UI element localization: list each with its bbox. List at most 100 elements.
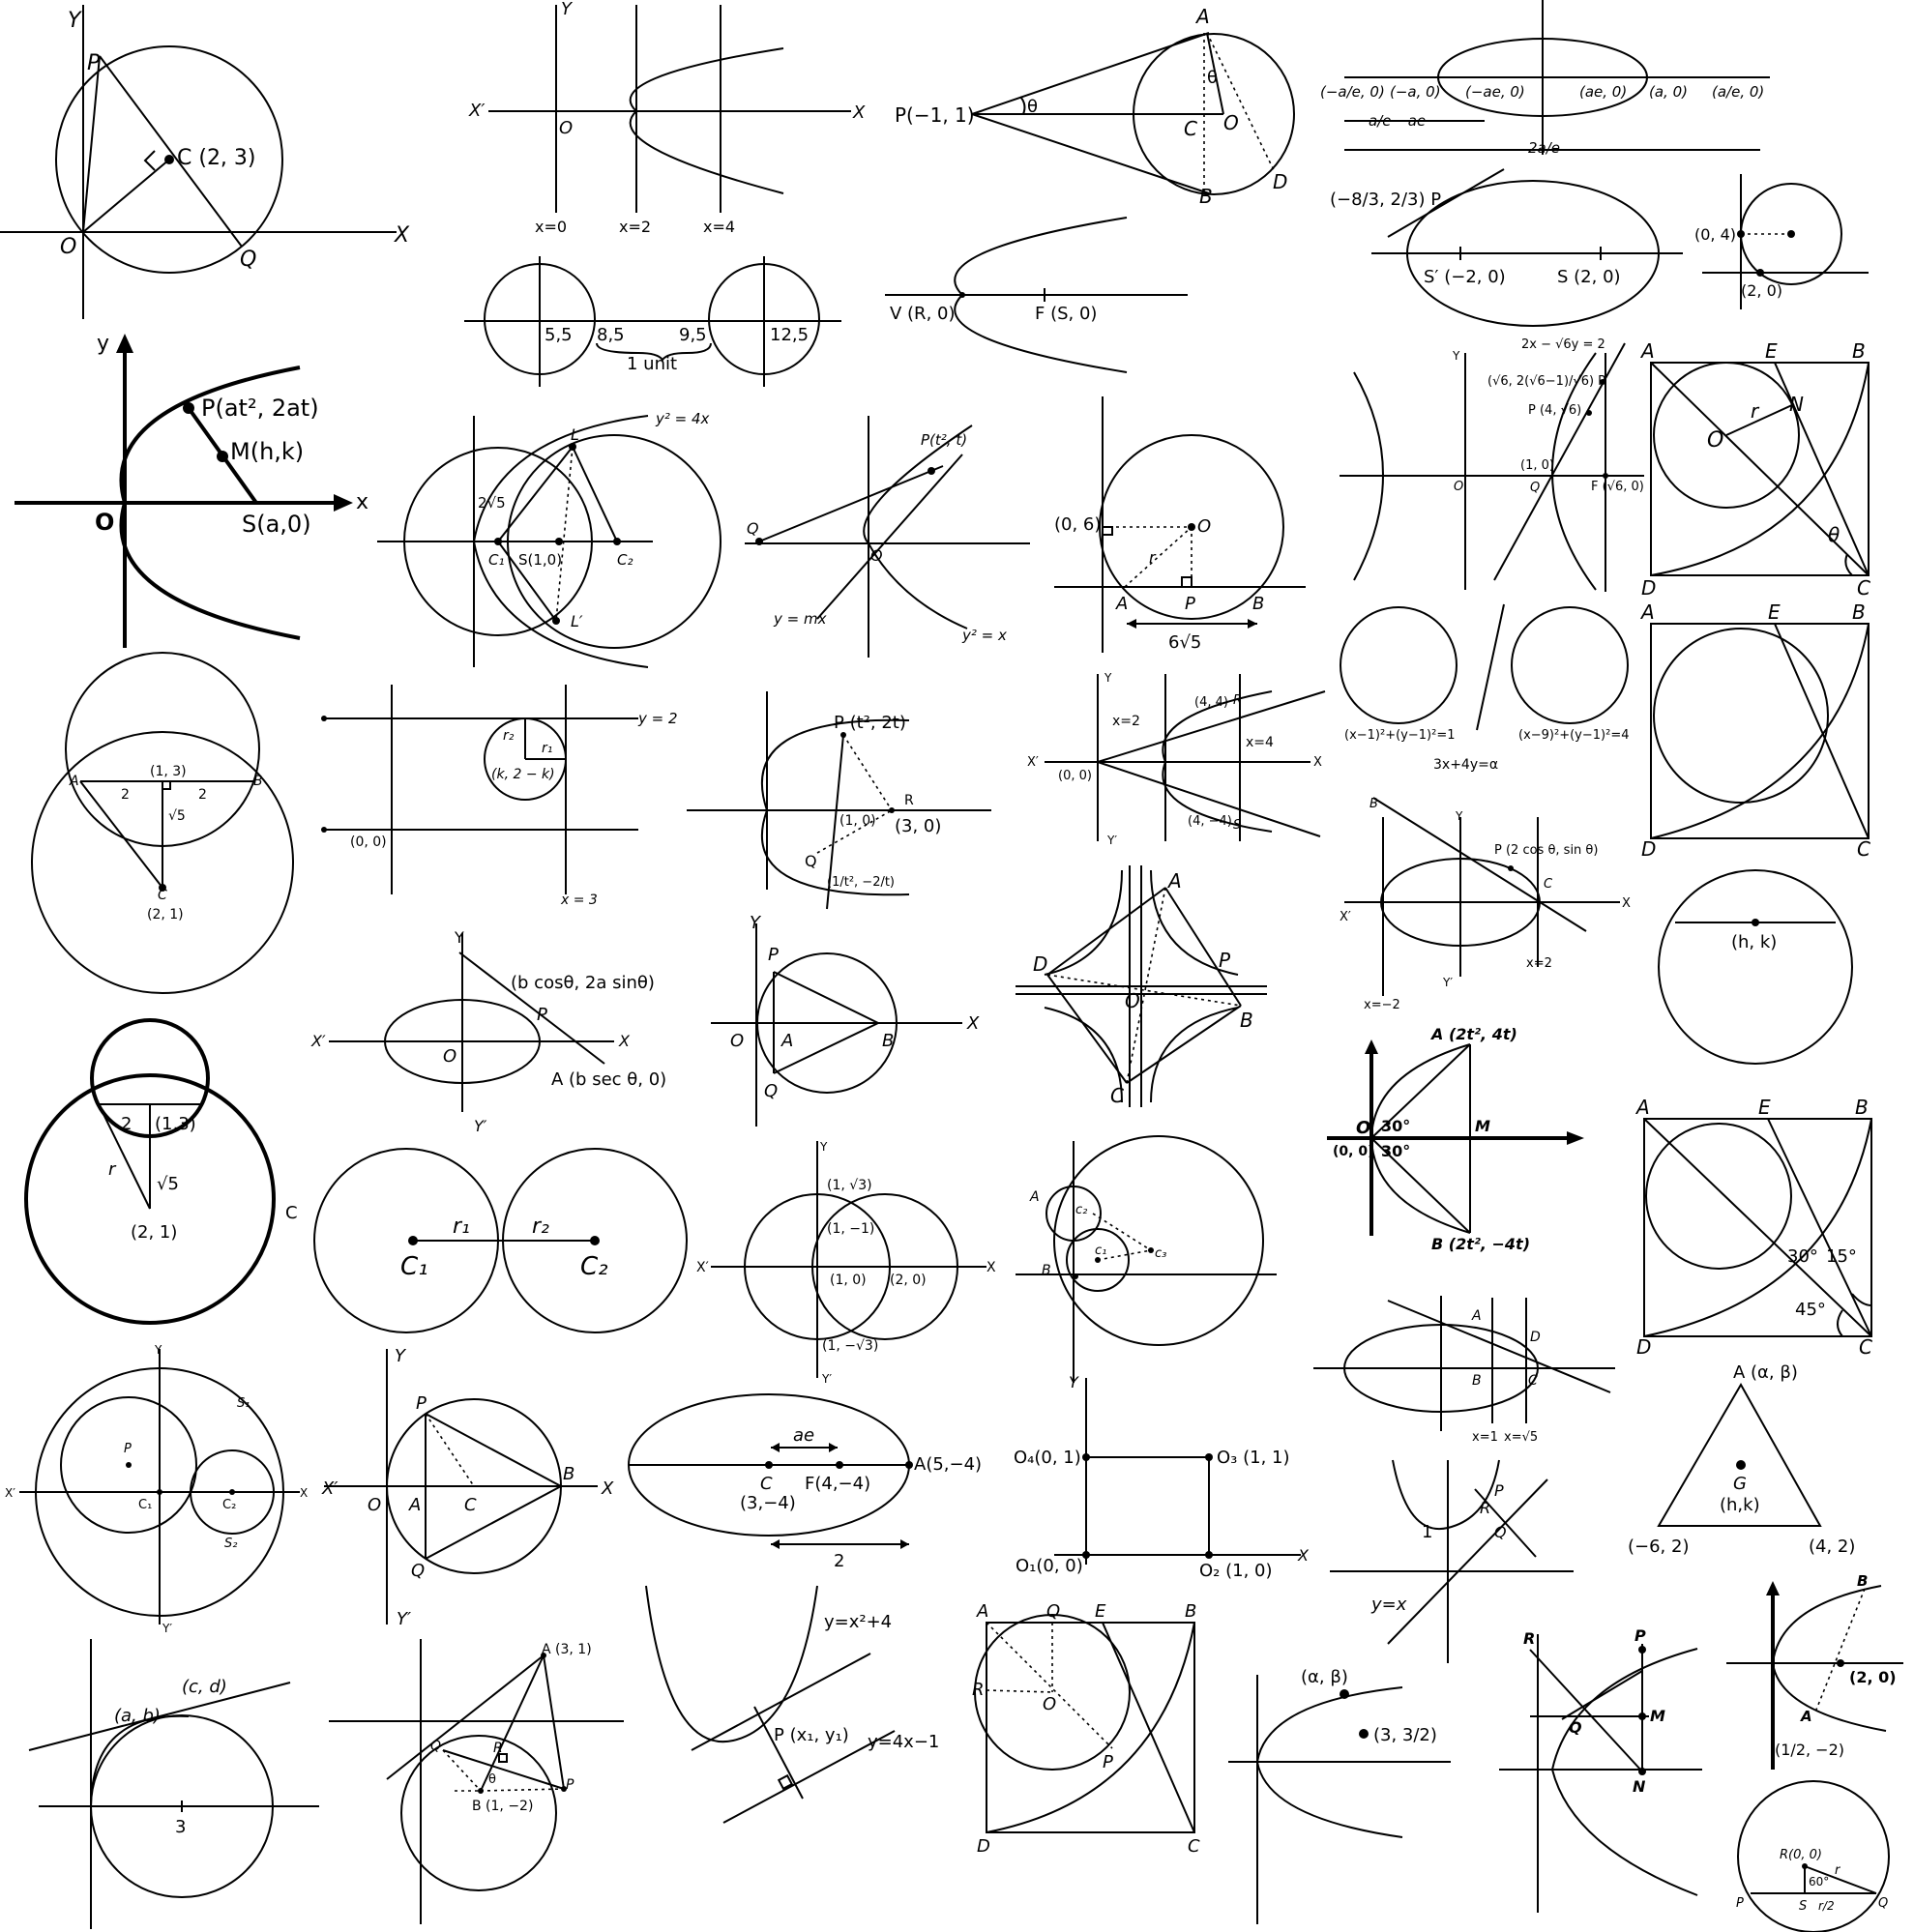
- label: A: [1639, 600, 1655, 624]
- label: X′: [321, 1478, 338, 1499]
- label: 2x − √6y = 2: [1521, 337, 1605, 352]
- label: A (α, β): [1733, 1362, 1798, 1383]
- label: X: [601, 1478, 614, 1499]
- panel-circle-chord-length: (0, 6) O r A P B 6√5: [1054, 396, 1306, 653]
- label: √5: [168, 808, 186, 824]
- panel-common-chord: A (1, 3) B 2 2 √5 C (2, 1): [31, 652, 294, 994]
- label: P: [566, 1777, 574, 1793]
- label: P (4, √6): [1528, 403, 1581, 418]
- label: A(5,−4): [914, 1454, 982, 1475]
- label: D: [1641, 576, 1656, 600]
- label: Q: [747, 519, 759, 538]
- label: (4, 4): [1194, 695, 1228, 710]
- label: O: [1125, 989, 1140, 1012]
- label: X: [618, 1032, 631, 1050]
- label: (1/2, −2): [1775, 1741, 1844, 1759]
- panel-ellipse-tangent-point: Y (b cosθ, 2a sinθ) P X′ X O A (b sec θ,…: [310, 928, 666, 1135]
- label: A: [1194, 5, 1210, 28]
- label: B: [1240, 1009, 1253, 1032]
- label: C₁: [400, 1252, 428, 1281]
- label: A: [1115, 594, 1128, 614]
- label: (h,k): [1720, 1495, 1760, 1515]
- label: r: [108, 1159, 117, 1180]
- label: r₁: [453, 1215, 470, 1239]
- label: 2: [121, 1114, 132, 1134]
- label: B: [1857, 1572, 1868, 1590]
- label: B: [1855, 1096, 1869, 1119]
- label: E: [1095, 1601, 1106, 1622]
- label: θ: [1828, 523, 1840, 546]
- label: L′: [571, 612, 583, 630]
- panel-parabola-rpmqn: R P M Q N: [1499, 1626, 1702, 1913]
- label: B: [1042, 1263, 1051, 1278]
- label: c₃: [1155, 1246, 1166, 1261]
- label: r₂: [532, 1215, 549, 1239]
- label: P(at², 2at): [201, 395, 319, 422]
- label: X: [1297, 1546, 1310, 1565]
- label: Y′: [821, 1372, 832, 1386]
- label: X: [1622, 896, 1631, 911]
- label: A (2t², 4t): [1429, 1025, 1517, 1043]
- label: M: [1650, 1707, 1665, 1725]
- label: Y′: [397, 1609, 411, 1629]
- label: F (√6, 0): [1591, 480, 1644, 494]
- panel-circle-angle-theta: A (3, 1) Q R θ P B (1, −2): [329, 1639, 624, 1924]
- label: 2: [121, 787, 130, 803]
- label: A: [976, 1601, 988, 1622]
- label: A: [408, 1495, 421, 1515]
- label: S: [1233, 818, 1241, 833]
- label: O: [1356, 1118, 1370, 1138]
- label: R: [493, 1741, 503, 1756]
- label: X: [966, 1013, 980, 1034]
- label: (3, 3/2): [1373, 1725, 1437, 1745]
- label: S(1,0): [518, 551, 562, 569]
- label: (−6, 2): [1628, 1537, 1689, 1557]
- panel-circle-between-lines: y = 2 r₂ r₁ (k, 2 − k) (0, 0) x = 3: [321, 685, 678, 908]
- label: 2: [834, 1551, 844, 1571]
- label: y: [97, 332, 109, 356]
- label: B: [1252, 594, 1264, 614]
- label: X′: [468, 101, 485, 121]
- label: 2: [198, 787, 207, 803]
- label: (1, 0): [839, 813, 876, 829]
- panel-circles-sqrt3: Y (1, √3) (1, −1) X′ (1, 0) (2, 0) X (1,…: [696, 1140, 996, 1386]
- label: 30°: [1381, 1142, 1410, 1160]
- label: P: [87, 51, 101, 75]
- label: θ: [1207, 68, 1218, 88]
- label: C: [1544, 877, 1553, 892]
- label: P: [1103, 1752, 1113, 1772]
- label: X: [1313, 755, 1322, 770]
- label: E: [1765, 339, 1778, 363]
- label: B: [882, 1031, 894, 1051]
- label: C₁: [138, 1498, 152, 1512]
- label: Y: [395, 1346, 407, 1366]
- label: C₂: [617, 551, 633, 569]
- panel-hyperbola-square: A D P O B C: [1016, 865, 1267, 1107]
- label: x=√5: [1504, 1430, 1538, 1445]
- label: (1, −√3): [822, 1338, 878, 1354]
- label: S(a,0): [242, 511, 311, 538]
- label: (−ae, 0): [1465, 83, 1525, 101]
- label: B (2t², −4t): [1431, 1235, 1530, 1253]
- label: O: [1223, 111, 1239, 134]
- label: O: [95, 509, 114, 536]
- label: (k, 2 − k): [491, 767, 555, 782]
- label: A (b sec θ, 0): [551, 1069, 666, 1090]
- label: P: [1219, 949, 1231, 972]
- label: X: [986, 1260, 996, 1275]
- label: C (2, 3): [177, 146, 256, 170]
- label: S: [1799, 1899, 1807, 1914]
- label: x = 3: [560, 893, 598, 908]
- label: O₁(0, 0): [1016, 1556, 1083, 1576]
- label: X: [394, 223, 410, 248]
- label: (h, k): [1731, 932, 1777, 952]
- label: (−a/e, 0): [1320, 83, 1385, 101]
- label: A: [1029, 1189, 1040, 1205]
- label: r₁: [542, 741, 552, 756]
- label: X′: [310, 1032, 326, 1050]
- label: P: [768, 945, 779, 965]
- label: O₄(0, 1): [1014, 1448, 1081, 1468]
- label: D: [1641, 837, 1656, 861]
- label: 30°: [1787, 1246, 1818, 1267]
